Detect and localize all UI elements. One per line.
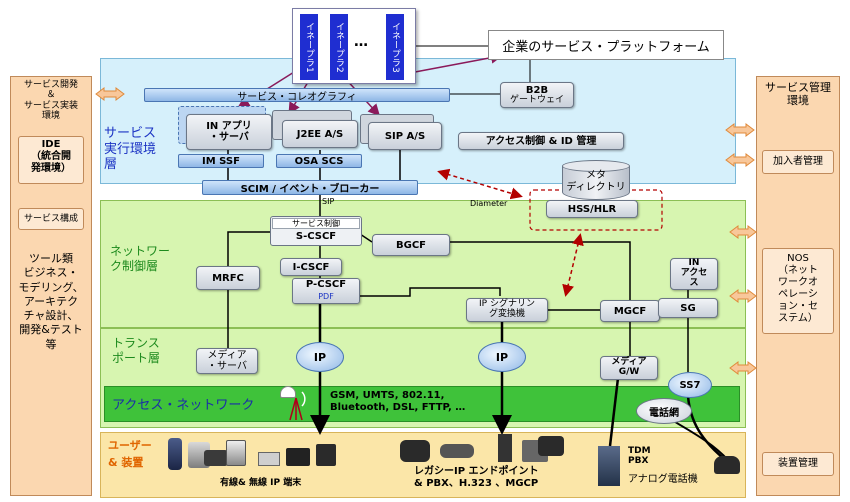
legacy-endpoint-label: レガシーIP エンドポイント & PBX、H.323 、MGCP [414,466,539,489]
hss-hlr: HSS/HLR [546,200,638,218]
meta-directory: メタ ディレクトリ [562,160,630,202]
left-top-label: サービス開発 ＆ サービス実装 環境 [23,80,78,122]
sg: SG [658,298,718,318]
b2b-line1: B2B [525,84,549,96]
access-network-label: アクセス・ネットワーク [112,398,255,413]
access-network-bar [104,386,740,422]
infra-2: イネープラ2 [330,14,348,80]
pstn-cloud: 電話網 [636,398,692,424]
ip-phone-icon [204,450,228,466]
choreography-bar: サービス・コレオグラフィ [144,88,450,103]
mgcf: MGCF [600,300,660,322]
tdm-pbx-label: TDM PBX [628,446,651,467]
scim-broker: SCIM / イベント・ブローカー [202,180,418,195]
im-ssf: IM SSF [178,154,264,168]
service-layer-label: サービス 実行環境 層 [104,126,157,173]
tools-label: ツール類 ビジネス・ モデリング、 アーキテク チャ設計、 開発&テスト 等 [18,252,84,351]
mrfc: MRFC [196,266,260,290]
router-icon [258,452,280,466]
terminals-label: 有線& 無線 IP 端末 [220,478,302,488]
subscriber-mgmt: 加入者管理 [762,150,834,174]
user-layer-label: ユーザー & 装置 [108,439,152,469]
meta-directory-label: メタ ディレクトリ [566,170,626,193]
j2ee-as: J2EE A/S [282,120,358,148]
desk-phone-icon [400,440,430,462]
transport-layer-label: トランス ポート層 [112,336,161,365]
game-console-icon [286,448,310,466]
bgcf: BGCF [372,234,450,256]
analog-phone-label: アナログ電話機 [628,474,698,485]
enterprise-platform: 企業のサービス・プラットフォーム [488,30,724,60]
sip-phone-icon [538,436,564,456]
mobile-phone-icon [168,438,182,470]
in-app-server: IN アプリ ・サーバ [186,114,272,150]
antenna-icon [289,391,306,421]
b2b-gateway: B2B ゲートウェイ [500,82,574,108]
right-title: サービス管理 環境 [765,81,831,107]
media-server: メディア ・サーバ [196,348,258,374]
analog-phone-icon [714,456,740,474]
ide-box: IDE （統合開 発環境） [18,136,84,184]
ip-cloud-1: IP [296,342,344,372]
pbx-icon [498,434,512,462]
service-control-label: サービス制御 [272,218,360,229]
access-id-mgmt: アクセス制御 & ID 管理 [458,132,624,150]
nos-box: NOS （ネット ワークオ ペレーシ ョン・セ ステム） [762,248,834,334]
network-layer-label: ネットワー ク制御層 [110,244,171,273]
tdm-pbx-icon [598,446,620,486]
infra-ellipsis: … [354,34,368,50]
media-gateway: メディア G/W [600,356,658,380]
laptop-icon [226,440,246,466]
p-cscf: P-CSCF [305,279,347,290]
ip-signaling-gw: IP シグナリン グ変換機 [466,298,548,322]
osa-scs: OSA SCS [276,154,362,168]
b2b-line2: ゲートウェイ [509,94,564,105]
wifi-icon [280,386,296,398]
diameter-label: Diameter [470,199,508,208]
sip-as: SIP A/S [368,122,442,150]
device-mgmt: 装置管理 [762,452,834,476]
ip-cloud-2: IP [478,342,526,372]
conference-phone-icon [440,444,474,458]
sip-label: SIP [322,197,335,206]
in-access: IN アクセ ス [670,258,718,290]
access-tech: GSM, UMTS, 802.11, Bluetooth, DSL, FTTP,… [330,390,466,413]
pdf-label: PDF [318,292,334,301]
i-cscf: I-CSCF [280,258,342,276]
p-cscf-box [292,278,360,304]
s-cscf: S-CSCF [295,231,337,242]
service-composition: サービス構成 [18,208,84,230]
ss7-cloud: SS7 [668,372,712,398]
infra-1: イネープラ1 [300,14,318,80]
monitor-icon [316,444,336,466]
infra-3: イネープラ3 [386,14,404,80]
